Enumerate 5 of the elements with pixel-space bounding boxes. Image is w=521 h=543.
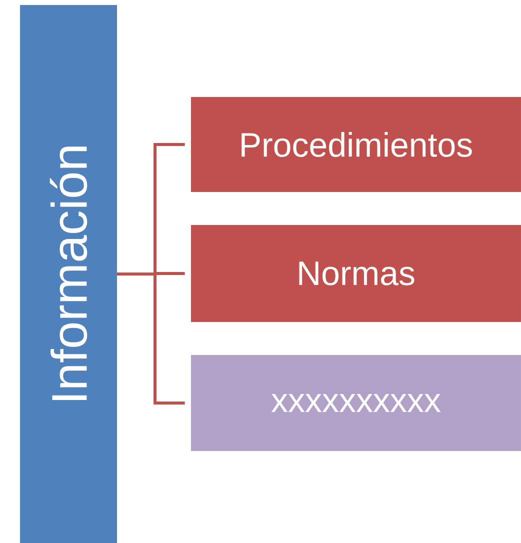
bracket-connector: [117, 272, 185, 404]
item-box: xxxxxxxxxx: [191, 355, 521, 451]
title-bar: Información: [20, 5, 117, 543]
item-box: Normas: [191, 225, 521, 322]
item-box: Procedimientos: [191, 97, 521, 192]
